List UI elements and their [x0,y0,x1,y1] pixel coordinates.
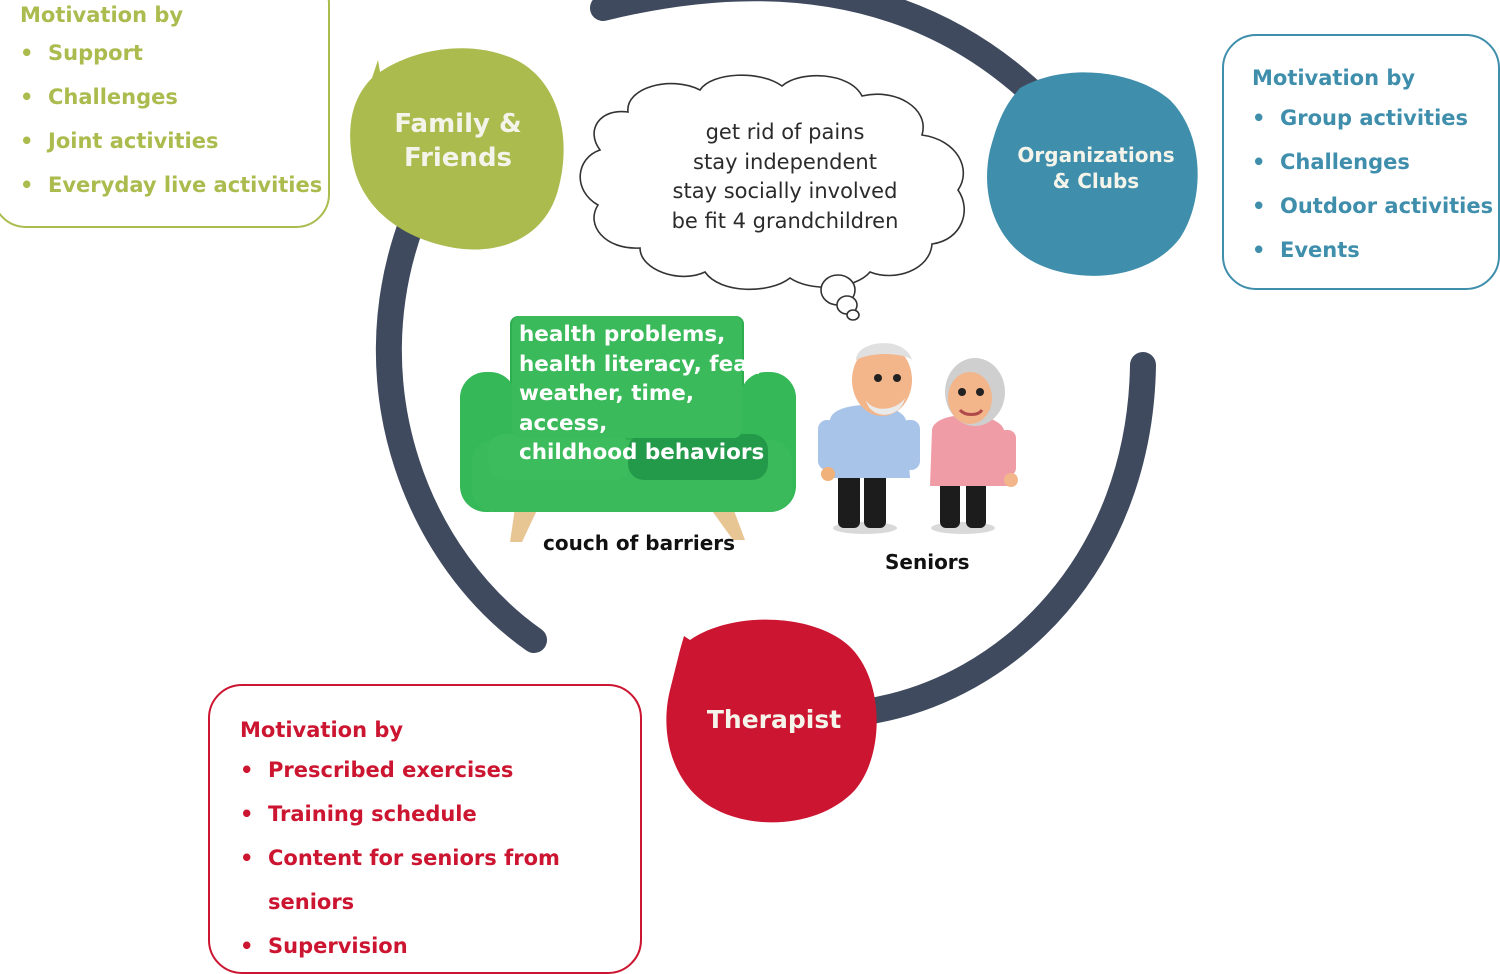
barrier-line: weather, time, access, [519,381,695,436]
family-motivation-list: •Support •Challenges •Joint activities •… [0,31,328,207]
list-item: •Challenges [20,85,178,109]
list-item: •Content for seniors from seniors [240,846,560,914]
organizations-clubs-label: Organizations & Clubs [1017,143,1175,193]
thought-line: stay independent [693,149,877,174]
couch-caption: couch of barriers [543,531,736,555]
therapist-node [666,619,877,823]
barrier-line: health problems, [519,322,726,347]
therapist-motivation-list: •Prescribed exercises •Training schedule… [210,748,640,968]
thought-bubble-text: get rid of pains stay independent stay s… [640,118,930,236]
diagram-canvas [350,0,1198,823]
cycle-arc-top [590,0,1058,118]
thought-cloud [579,74,966,321]
family-motivation-title: Motivation by [20,3,184,27]
couch-illustration [460,316,796,542]
cycle-ring [375,0,1156,725]
cycle-arc-right [852,352,1156,725]
list-item: •Support [20,41,143,65]
family-friends-label: Family & Friends [394,109,522,173]
thought-line: be fit 4 grandchildren [671,208,899,233]
list-item: •Outdoor activities [1252,194,1494,218]
seniors-caption: Seniors [885,550,970,574]
list-item: •Everyday live activities [20,173,323,197]
therapist-label: Therapist [706,705,842,734]
list-item: •Prescribed exercises [240,758,514,782]
list-item: •Training schedule [240,802,477,826]
barrier-line: childhood behaviors [519,440,765,465]
barrier-line: health literacy, fear, [519,351,764,377]
family-motivation-box: Motivation by •Support •Challenges •Join… [0,0,330,228]
list-item: •Group activities [1252,106,1469,130]
list-item: •Challenges [1252,150,1410,174]
thought-line: get rid of pains [705,120,865,144]
family-friends-node [350,48,564,250]
therapist-motivation-box: Motivation by •Prescribed exercises •Tra… [208,684,642,974]
list-item: •Joint activities [20,129,219,153]
couch-barriers-text: health problems, health literacy, fear, … [519,320,769,468]
organizations-motivation-title: Motivation by [1252,66,1416,90]
list-item: •Supervision [240,934,408,958]
organizations-clubs-node [987,72,1198,276]
thought-line: stay socially involved [672,179,898,203]
seniors-illustration [818,343,1018,534]
organizations-motivation-box: Motivation by •Group activities •Challen… [1222,34,1500,290]
therapist-motivation-title: Motivation by [240,718,404,742]
cycle-arc-left [375,209,547,653]
list-item: •Events [1252,238,1360,262]
organizations-motivation-list: •Group activities •Challenges •Outdoor a… [1224,96,1498,272]
